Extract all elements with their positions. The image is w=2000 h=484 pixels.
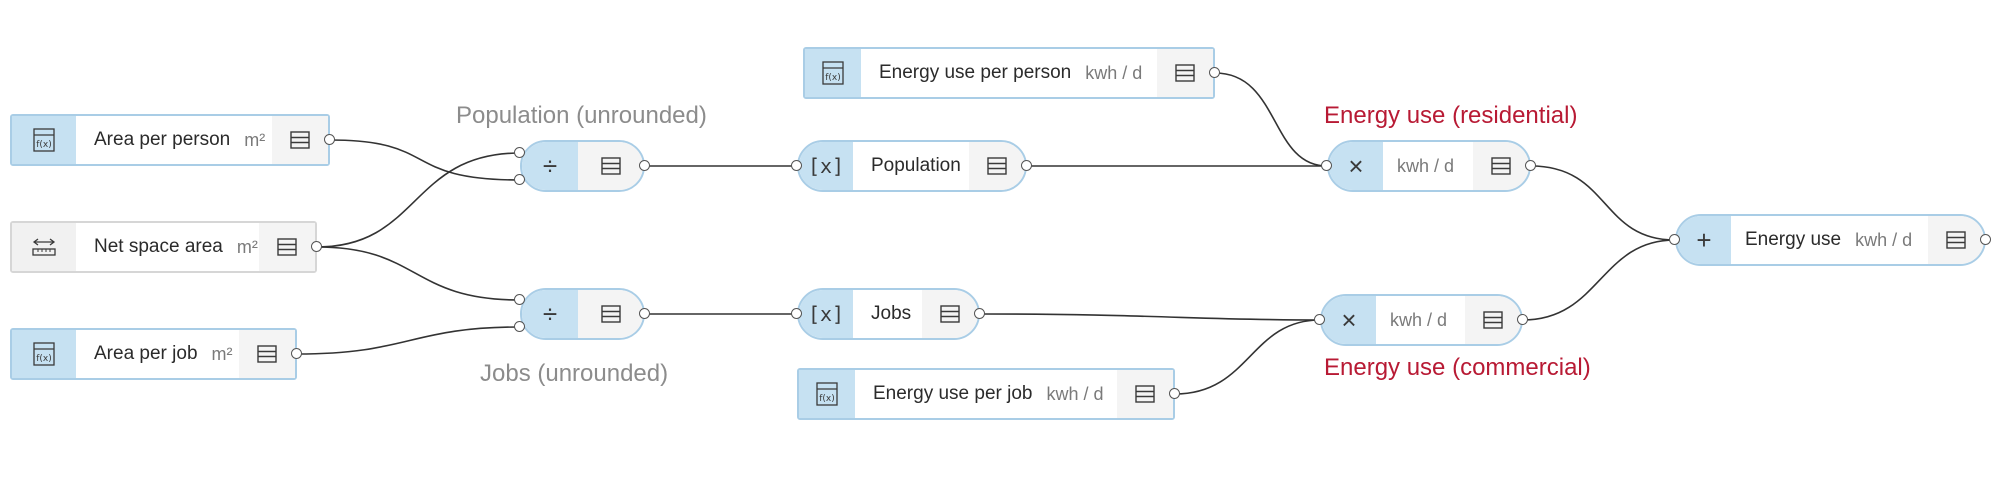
wire-energy-per-person-to-multiply-residential xyxy=(1214,72,1328,167)
table-icon[interactable] xyxy=(1157,49,1213,97)
node-unit: kwh / d xyxy=(1085,62,1143,83)
output-port[interactable] xyxy=(1209,67,1220,78)
operator-symbol: × xyxy=(1348,151,1364,181)
input-port[interactable] xyxy=(514,294,525,305)
node-unit: kwh / d xyxy=(1046,383,1104,404)
input-port[interactable] xyxy=(1669,234,1680,245)
annotation-jobs-unrounded: Jobs (unrounded) xyxy=(480,360,669,387)
node-unit: kwh / d xyxy=(1390,309,1448,330)
table-icon[interactable] xyxy=(1473,142,1529,190)
node-title: Energy use xyxy=(1745,229,1842,250)
wire-energy-per-job-to-multiply-commercial xyxy=(1174,319,1321,395)
node-title: Area per job xyxy=(94,343,198,364)
node-energy-use[interactable]: + Energy use kwh / d xyxy=(1675,214,1986,266)
output-port[interactable] xyxy=(1525,160,1536,171)
input-port[interactable] xyxy=(791,308,802,319)
table-icon[interactable] xyxy=(578,142,643,190)
operator-symbol: ÷ xyxy=(542,151,558,181)
node-divide-population[interactable]: ÷ xyxy=(520,140,645,192)
output-port[interactable] xyxy=(311,241,322,252)
table-icon[interactable] xyxy=(1465,296,1521,344)
annotation-energy-use-residential: Energy use (residential) xyxy=(1324,102,1578,129)
wire-area-per-person-to-divide-population xyxy=(329,139,521,181)
output-port[interactable] xyxy=(639,308,650,319)
operator-symbol: ÷ xyxy=(542,299,558,329)
table-icon[interactable] xyxy=(1928,216,1984,264)
input-port[interactable] xyxy=(514,147,525,158)
plus-icon: + xyxy=(1677,216,1731,264)
output-port[interactable] xyxy=(1021,160,1032,171)
wire-multiply-residential-to-sum xyxy=(1530,165,1676,241)
input-port[interactable] xyxy=(1314,314,1325,325)
node-energy-use-per-job[interactable]: f(x) Energy use per job kwh / d xyxy=(797,368,1175,420)
multiply-icon: × xyxy=(1329,142,1383,190)
variable-icon: [x] xyxy=(799,290,853,338)
input-port[interactable] xyxy=(514,174,525,185)
wire-area-per-job-to-divide-jobs xyxy=(296,326,521,355)
operator-symbol: + xyxy=(1696,225,1712,255)
svg-text:f(x): f(x) xyxy=(825,73,841,83)
node-population[interactable]: [x] Population xyxy=(797,140,1027,192)
node-unit: kwh / d xyxy=(1397,155,1455,176)
output-port[interactable] xyxy=(1980,234,1991,245)
wire-multiply-commercial-to-sum xyxy=(1522,239,1676,321)
table-icon[interactable] xyxy=(578,290,643,338)
function-icon: f(x) xyxy=(12,330,76,378)
input-port[interactable] xyxy=(791,160,802,171)
output-port[interactable] xyxy=(291,348,302,359)
node-title: Population xyxy=(871,155,961,176)
input-port[interactable] xyxy=(1321,160,1332,171)
function-icon: f(x) xyxy=(799,370,855,418)
node-divide-jobs[interactable]: ÷ xyxy=(520,288,645,340)
svg-text:f(x): f(x) xyxy=(36,140,52,150)
node-multiply-commercial[interactable]: × kwh / d xyxy=(1320,294,1523,346)
node-title: Net space area xyxy=(94,236,223,257)
annotation-energy-use-commercial: Energy use (commercial) xyxy=(1324,354,1591,381)
node-area-per-job[interactable]: f(x) Area per job m² xyxy=(10,328,297,380)
node-unit: m² xyxy=(211,343,233,364)
node-energy-use-per-person[interactable]: f(x) Energy use per person kwh / d xyxy=(803,47,1215,99)
table-icon[interactable] xyxy=(259,223,315,271)
operator-symbol: × xyxy=(1341,305,1357,335)
node-jobs[interactable]: [x] Jobs xyxy=(797,288,980,340)
node-unit: m² xyxy=(236,236,258,257)
divide-icon: ÷ xyxy=(522,142,578,190)
multiply-icon: × xyxy=(1322,296,1376,344)
table-icon[interactable] xyxy=(922,290,978,338)
node-unit: kwh / d xyxy=(1855,229,1913,250)
variable-glyph: [x] xyxy=(807,302,845,326)
wire-net-space-area-to-divide-population xyxy=(316,152,521,248)
table-icon[interactable] xyxy=(1117,370,1173,418)
node-net-space-area[interactable]: Net space area m² xyxy=(10,221,317,273)
node-area-per-person[interactable]: f(x) Area per person m² xyxy=(10,114,330,166)
function-icon: f(x) xyxy=(12,116,76,164)
table-icon[interactable] xyxy=(272,116,328,164)
output-port[interactable] xyxy=(974,308,985,319)
output-port[interactable] xyxy=(1169,388,1180,399)
node-title: Area per person xyxy=(94,129,231,150)
table-icon[interactable] xyxy=(239,330,295,378)
output-port[interactable] xyxy=(1517,314,1528,325)
wire-net-space-area-to-divide-jobs xyxy=(316,246,521,301)
svg-text:f(x): f(x) xyxy=(36,354,52,364)
measure-icon xyxy=(12,223,76,271)
variable-glyph: [x] xyxy=(807,154,845,178)
output-port[interactable] xyxy=(639,160,650,171)
node-title: Energy use per job xyxy=(873,383,1033,404)
divide-icon: ÷ xyxy=(522,290,578,338)
node-unit: m² xyxy=(244,129,266,150)
table-icon[interactable] xyxy=(969,142,1025,190)
function-icon: f(x) xyxy=(805,49,861,97)
node-title: Jobs xyxy=(871,303,912,324)
node-title: Energy use per person xyxy=(879,62,1072,83)
output-port[interactable] xyxy=(324,134,335,145)
annotation-population-unrounded: Population (unrounded) xyxy=(456,102,707,129)
input-port[interactable] xyxy=(514,321,525,332)
wire-jobs-to-multiply-commercial xyxy=(979,313,1321,321)
variable-icon: [x] xyxy=(799,142,853,190)
svg-text:f(x): f(x) xyxy=(819,394,835,404)
node-multiply-residential[interactable]: × kwh / d xyxy=(1327,140,1531,192)
